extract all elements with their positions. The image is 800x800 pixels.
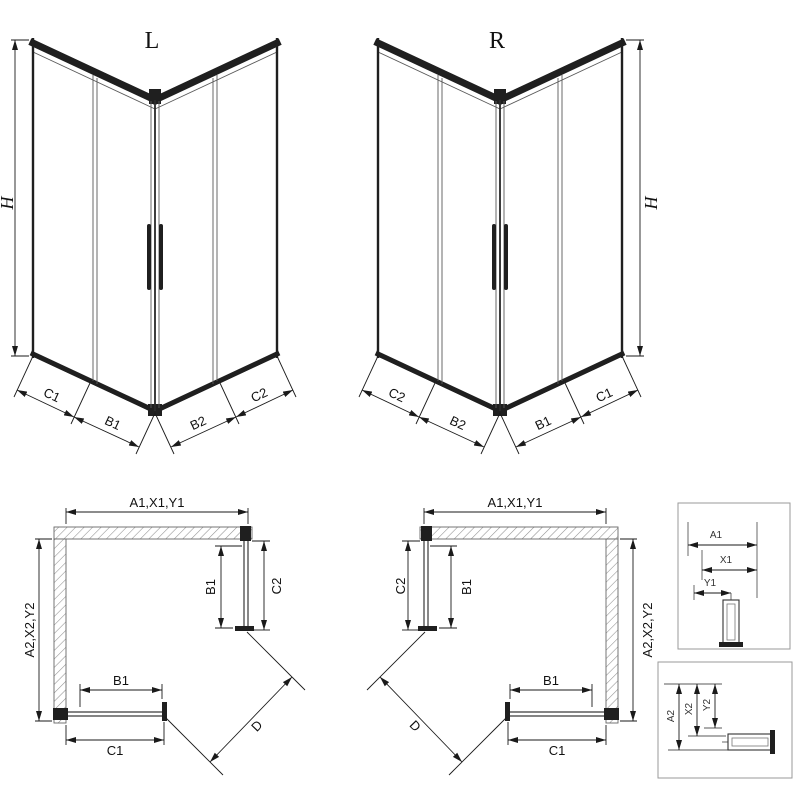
overall-width-dim-label: A1,X1,Y1 bbox=[488, 495, 543, 510]
y2-detail-label: Y2 bbox=[702, 698, 713, 711]
a1-detail-label: A1 bbox=[710, 530, 723, 541]
left-wall-section bbox=[53, 538, 67, 724]
door-end-cap bbox=[418, 626, 437, 631]
overall-depth-dim-label: A2,X2,Y2 bbox=[640, 603, 655, 658]
left-wall-panel bbox=[377, 39, 501, 414]
door-handle bbox=[492, 224, 496, 290]
bottom-fixed-dim-label: C1 bbox=[107, 743, 124, 758]
overall-width-dim-label: A1,X1,Y1 bbox=[130, 495, 185, 510]
b1-dim-label: B1 bbox=[103, 413, 124, 433]
plan-left-view: A1,X1,Y1 A2,X2,Y2 B1 C2 B1 C1 D bbox=[22, 495, 306, 776]
b1-dim-label: B1 bbox=[533, 413, 554, 433]
variant-left-label: L bbox=[145, 28, 160, 54]
side-fixed-dim-label: C2 bbox=[393, 578, 408, 595]
profile-cross-section bbox=[722, 599, 740, 645]
door-handle bbox=[159, 224, 163, 290]
overall-depth-dim-label: A2,X2,Y2 bbox=[22, 603, 37, 658]
top-wall-section bbox=[53, 526, 253, 540]
detail-frame bbox=[677, 502, 791, 650]
door-end-cap bbox=[162, 702, 167, 721]
b2-dim-label: B2 bbox=[448, 413, 469, 433]
height-dim-label: H bbox=[0, 196, 17, 211]
isometric-left-view: H C1 B1 B2 C2 L bbox=[0, 28, 297, 455]
bottom-door-dim-label: B1 bbox=[113, 673, 129, 688]
left-wall-panel bbox=[32, 39, 156, 414]
x1-detail-label: X1 bbox=[720, 555, 733, 566]
a2-detail-label: A2 bbox=[666, 709, 677, 722]
c2-dim-label: C2 bbox=[248, 385, 269, 406]
corner-cap bbox=[494, 89, 506, 104]
right-wall-section bbox=[605, 538, 619, 724]
b2-dim-label: B2 bbox=[188, 413, 209, 433]
corner-cap bbox=[149, 89, 161, 104]
door-end-cap bbox=[235, 626, 254, 631]
side-door-dim-label: B1 bbox=[459, 579, 474, 595]
c1-dim-label: C1 bbox=[593, 385, 614, 406]
wall-profile bbox=[53, 708, 68, 720]
y1-detail-label: Y1 bbox=[704, 578, 717, 589]
detail-bottom-view: A2 X2 Y2 bbox=[657, 661, 793, 779]
door-handle bbox=[504, 224, 508, 290]
wall-profile bbox=[421, 526, 432, 541]
door-end-cap bbox=[505, 702, 510, 721]
side-door-dim-label: B1 bbox=[203, 579, 218, 595]
profile-cross-section bbox=[727, 733, 773, 751]
wall-profile bbox=[240, 526, 251, 541]
detail-top-view: A1 X1 Y1 bbox=[677, 502, 791, 650]
side-fixed-dim-label: C2 bbox=[269, 578, 284, 595]
wall-profile bbox=[604, 708, 619, 720]
plan-right-view: A1,X1,Y1 A2,X2,Y2 B1 C2 B1 C1 D bbox=[366, 495, 655, 776]
c1-dim-label: C1 bbox=[41, 385, 62, 406]
variant-right-label: R bbox=[489, 28, 505, 54]
bottom-door-dim-label: B1 bbox=[543, 673, 559, 688]
right-wall-panel bbox=[499, 39, 623, 414]
door-handle bbox=[147, 224, 151, 290]
right-wall-panel bbox=[154, 39, 278, 414]
c2-dim-label: C2 bbox=[386, 385, 407, 406]
x2-detail-label: X2 bbox=[684, 702, 695, 715]
bottom-fixed-dim-label: C1 bbox=[549, 743, 566, 758]
detail-frame bbox=[657, 661, 793, 779]
top-wall-section bbox=[419, 526, 619, 540]
height-dim-label: H bbox=[641, 196, 661, 211]
isometric-right-view: H C2 B2 B1 C1 R bbox=[358, 28, 661, 455]
